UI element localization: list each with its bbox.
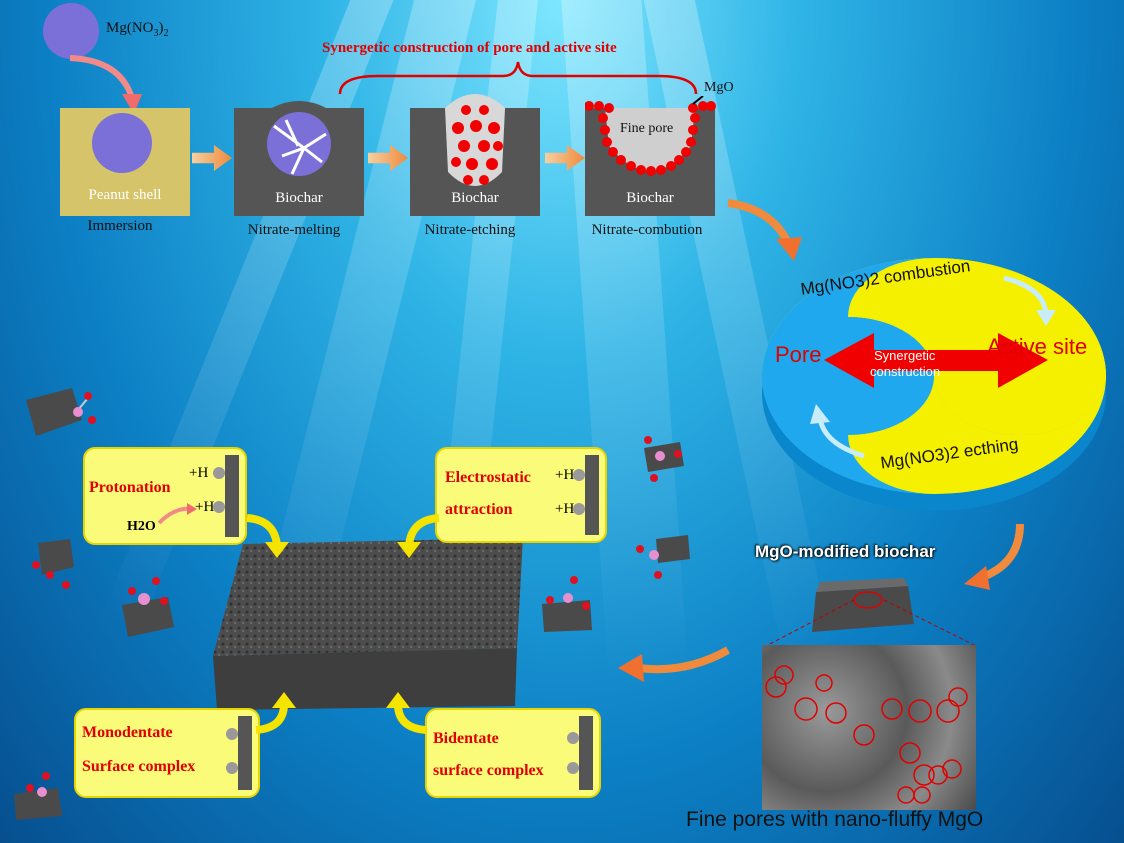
phosphate-ion-2 (636, 535, 690, 579)
electrostatic-box: Electrostatic attraction +H +H (435, 447, 607, 543)
step-caption-melting: Nitrate-melting (247, 222, 341, 238)
bidentate-label-2: surface complex (433, 762, 544, 779)
peanut-shell-label: Peanut shell (88, 187, 162, 203)
active-site-label: Active site (987, 334, 1088, 359)
h-plus-top: +H (189, 465, 209, 481)
central-biochar-block (213, 538, 523, 710)
bidentate-arrow-icon (386, 692, 427, 734)
biochar-combustion-block (585, 96, 716, 216)
zoom-lines (763, 599, 979, 648)
h-plus-bottom: +H (195, 499, 215, 515)
monodentate-label-2: Surface complex (82, 758, 196, 775)
electrostatic-h-top: +H (555, 467, 575, 483)
synergy-brace (338, 61, 698, 95)
sem-caption: Fine pores with nano-fluffy MgO (686, 808, 984, 831)
to-adsorption-arrow-icon (618, 646, 730, 682)
monodentate-box: Monodentate Surface complex (74, 708, 260, 798)
bidentate-label-1: Bidentate (433, 730, 499, 747)
protonation-arrow-icon (246, 514, 289, 558)
bidentate-box: Bidentate surface complex (425, 708, 601, 798)
water-arrow-icon (157, 503, 197, 525)
monodentate-arrow-icon (255, 692, 296, 734)
mg-nitrate-label: Mg(NO3)2 (106, 20, 169, 39)
biochar-phosphate-chunk-3 (122, 577, 174, 637)
electrostatic-label-1: Electrostatic (445, 469, 531, 486)
sem-image (762, 645, 976, 810)
step-caption-immersion: Immersion (87, 218, 153, 234)
mg-particle (92, 113, 152, 173)
mg-nitrate-sphere (43, 3, 99, 59)
biochar-phosphate-chunk-4 (14, 772, 62, 820)
product-biochar-block (812, 578, 914, 632)
fine-pore-label: Fine pore (620, 121, 674, 136)
to-product-arrow-icon (964, 523, 1024, 590)
phosphate-ion-1 (644, 436, 684, 482)
monodentate-label-1: Monodentate (82, 724, 173, 741)
electrostatic-label-2: attraction (445, 501, 513, 518)
synergy-yinyang-disc (762, 258, 1106, 511)
synergetic-label-2: construction (870, 364, 941, 379)
biochar-label-4: Biochar (626, 190, 674, 206)
protonation-label: Protonation (89, 479, 171, 496)
electrostatic-h-bottom: +H (555, 501, 575, 517)
water-label: H2O (127, 519, 156, 534)
step-caption-combustion: Nitrate-combution (591, 222, 703, 238)
synergetic-label-1: Synergetic (874, 348, 936, 363)
synergy-title: Synergetic construction of pore and acti… (322, 40, 617, 56)
biochar-label-3: Biochar (451, 190, 499, 206)
electrostatic-arrow-icon (397, 514, 440, 558)
protonation-box: Protonation +H +H H2O (83, 447, 247, 545)
immersion-arrow-icon (69, 55, 142, 114)
phosphate-ion-3 (542, 576, 592, 632)
biochar-label-2: Biochar (275, 190, 323, 206)
biochar-etching-block (410, 94, 540, 216)
step-caption-etching: Nitrate-etching (424, 222, 516, 238)
pore-label: Pore (775, 342, 822, 367)
process-arrow-1 (192, 145, 232, 171)
mgo-label: MgO (704, 80, 734, 95)
biochar-phosphate-chunk-2 (32, 539, 74, 589)
biochar-melting-block (234, 101, 364, 216)
biochar-phosphate-chunk (26, 388, 96, 436)
product-title: MgO-modified biochar (755, 542, 936, 561)
to-yinyang-arrow-icon (727, 199, 802, 261)
